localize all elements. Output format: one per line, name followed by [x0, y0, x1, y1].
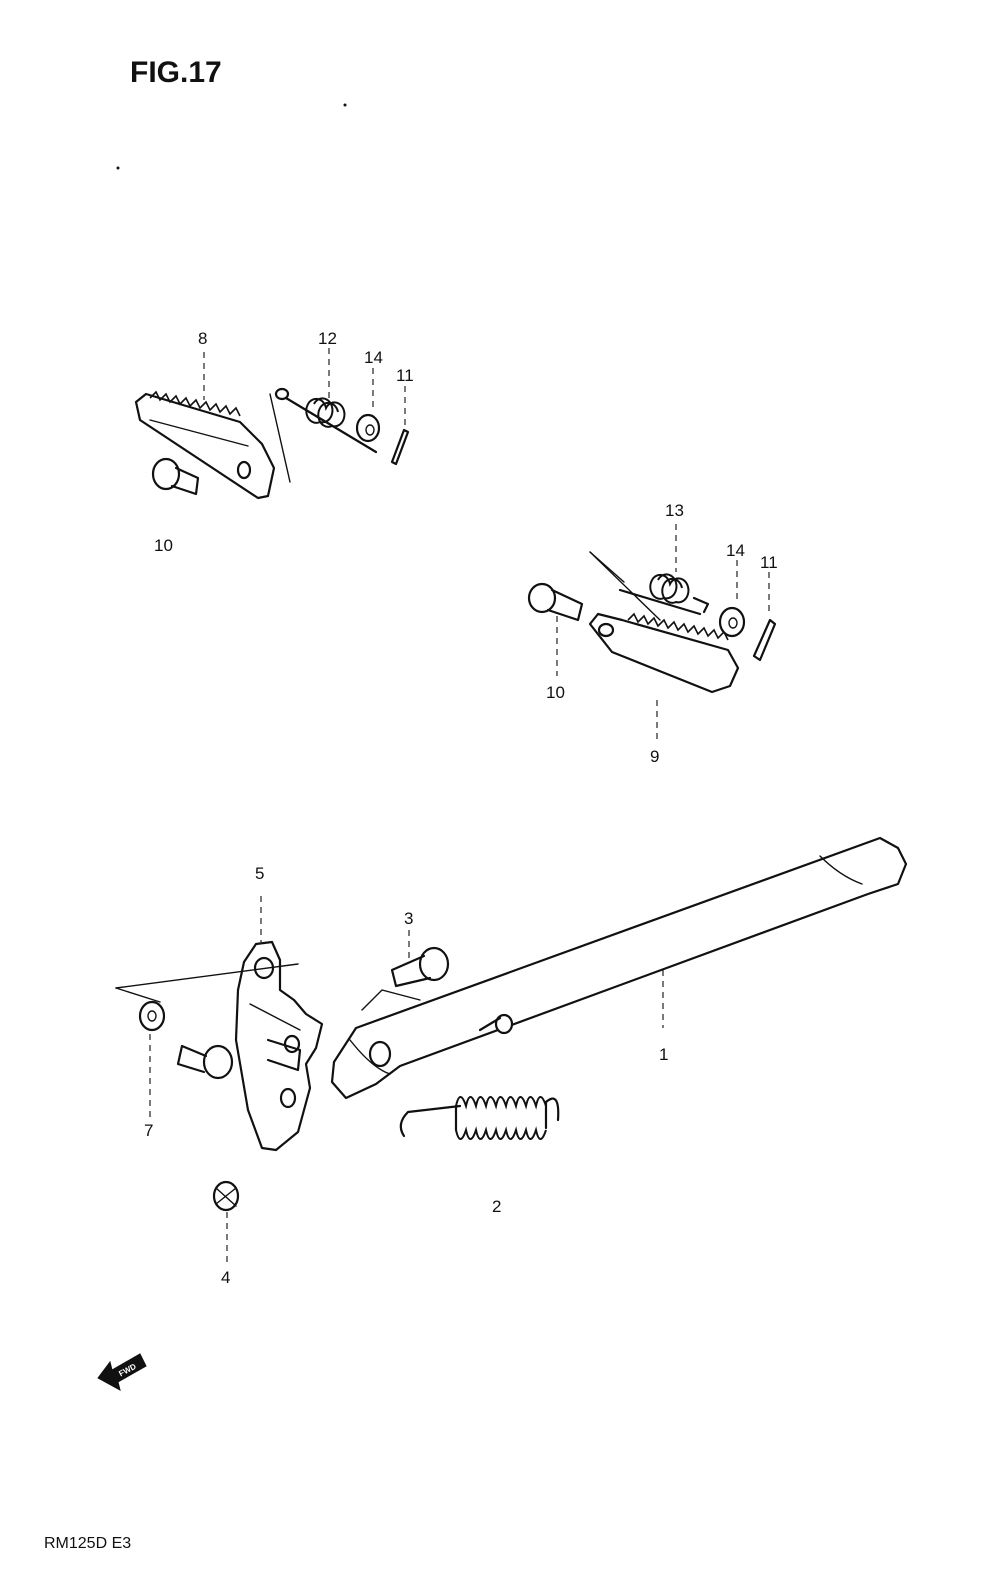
side-stand-assembly: [115, 836, 908, 1212]
forward-arrow-icon: FWD: [97, 1353, 147, 1391]
callout-11-left: 11: [396, 366, 414, 385]
callout-14-left: 14: [364, 348, 383, 367]
callout-5: 5: [255, 864, 264, 883]
callout-10-left: 10: [154, 536, 173, 555]
callout-10-right: 10: [546, 683, 565, 702]
callout-9: 9: [650, 747, 659, 766]
callout-8: 8: [198, 329, 207, 348]
callout-4: 4: [221, 1268, 230, 1287]
figure-title: FIG.17: [130, 56, 222, 89]
left-footrest-assembly: [134, 387, 410, 500]
callout-3: 3: [404, 909, 413, 928]
right-footrest-assembly: [527, 551, 777, 694]
callout-7: 7: [144, 1121, 153, 1140]
model-code: RM125D E3: [44, 1535, 131, 1552]
callout-14-right: 14: [726, 541, 745, 560]
callout-13: 13: [665, 501, 684, 520]
callout-2: 2: [492, 1197, 501, 1216]
callout-12: 12: [318, 329, 337, 348]
callout-1: 1: [659, 1045, 668, 1064]
callout-11-right: 11: [760, 553, 778, 572]
